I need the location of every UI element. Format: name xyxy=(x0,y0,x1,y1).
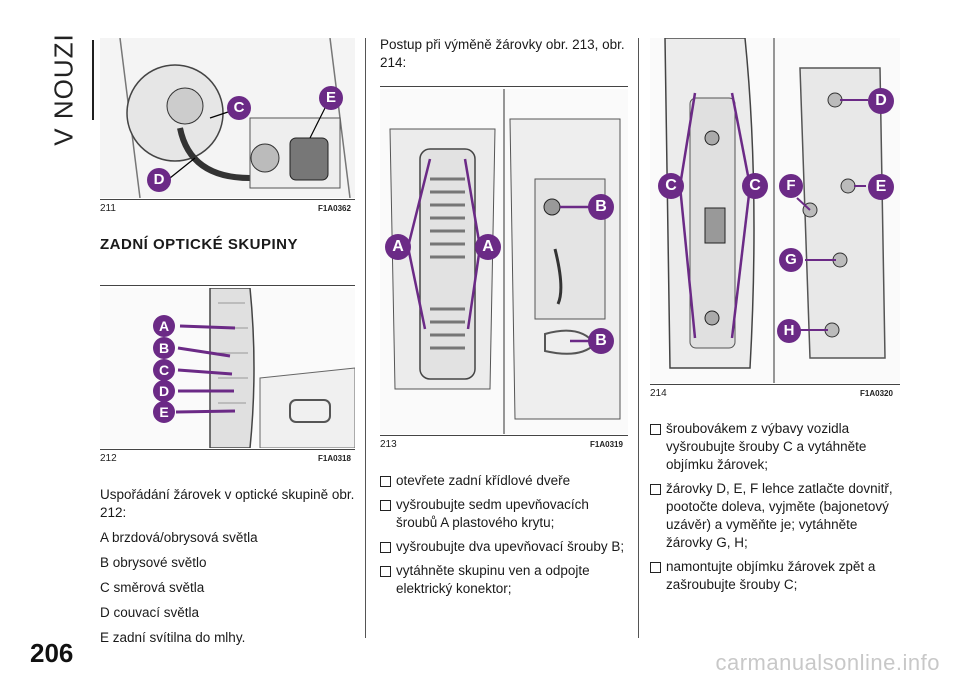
step-item: vyšroubujte sedm upevňovacích šroubů A p… xyxy=(380,496,628,532)
callout-E: E xyxy=(319,86,343,110)
column-3-steps: šroubovákem z výbavy vozidla vyšroubujte… xyxy=(650,420,905,600)
figure-213: A A B B xyxy=(380,89,628,434)
figure-214: D C C F E G H xyxy=(650,38,900,383)
callout-C: C xyxy=(658,173,684,199)
callout-A: A xyxy=(475,234,501,260)
callout-H: H xyxy=(777,319,801,343)
intro-paragraph: Uspořádání žárovek v optické skupině obr… xyxy=(100,487,355,520)
figure-211: C E D xyxy=(100,38,355,198)
section-title-bar xyxy=(92,40,94,120)
callout-D: D xyxy=(868,88,894,114)
bulb-list-item: E zadní svítilna do mlhy. xyxy=(100,630,246,645)
step-item: šroubovákem z výbavy vozidla vyšroubujte… xyxy=(650,420,905,474)
callout-B: B xyxy=(153,337,175,359)
step-item: vyšroubujte dva upevňovací šrouby B; xyxy=(380,538,628,556)
figure-212-code: F1A0318 xyxy=(318,454,351,463)
page-number: 206 xyxy=(30,638,74,668)
step-item: žárovky D, E, F lehce zatlačte dovnitř, … xyxy=(650,480,905,552)
figure-214-code: F1A0320 xyxy=(860,389,893,398)
step-item: namontujte objímku žárovek zpět a zašrou… xyxy=(650,558,905,594)
section-title: V NOUZI xyxy=(48,33,79,146)
checkbox-bullet-icon xyxy=(380,476,391,487)
column-2-steps: otevřete zadní křídlové dveře vyšroubujt… xyxy=(380,472,628,604)
callout-G: G xyxy=(779,248,803,272)
figure-212-illustration xyxy=(100,288,355,448)
figure-213-illustration xyxy=(380,89,628,434)
checkbox-bullet-icon xyxy=(380,500,391,511)
bulb-list-item: C směrová světla xyxy=(100,580,205,595)
callout-C: C xyxy=(742,173,768,199)
callout-B: B xyxy=(588,328,614,354)
bulb-list-item: B obrysové světlo xyxy=(100,555,207,570)
watermark: carmanualsonline.info xyxy=(715,650,940,675)
step-item: otevřete zadní křídlové dveře xyxy=(380,472,628,490)
figure-211-illustration xyxy=(100,38,355,198)
figure-212-rule xyxy=(100,449,355,450)
figure-211-rule xyxy=(100,199,355,200)
section-heading: ZADNÍ OPTICKÉ SKUPINY xyxy=(100,236,299,253)
figure-213-rule xyxy=(380,435,628,436)
checkbox-bullet-icon xyxy=(650,562,661,573)
figure-214-illustration xyxy=(650,38,900,383)
callout-F: F xyxy=(779,174,803,198)
checkbox-bullet-icon xyxy=(380,542,391,553)
figure-212: A B C D E xyxy=(100,288,355,448)
callout-E: E xyxy=(153,401,175,423)
bulb-list-item: D couvací světla xyxy=(100,605,200,620)
column-divider xyxy=(638,38,639,638)
callout-B: B xyxy=(588,194,614,220)
callout-A: A xyxy=(153,315,175,337)
step-item: vytáhněte skupinu ven a odpojte elektric… xyxy=(380,562,628,598)
callout-E: E xyxy=(868,174,894,200)
checkbox-bullet-icon xyxy=(380,566,391,577)
figure-214-rule xyxy=(650,384,900,385)
callout-C: C xyxy=(227,96,251,120)
figure-211-number: 211 xyxy=(100,203,116,214)
figure-213-code: F1A0319 xyxy=(590,440,623,449)
checkbox-bullet-icon xyxy=(650,424,661,435)
bulb-list-item: A brzdová/obrysová světla xyxy=(100,530,258,545)
checkbox-bullet-icon xyxy=(650,484,661,495)
callout-D: D xyxy=(153,380,175,402)
callout-A: A xyxy=(385,234,411,260)
figure-211-code: F1A0362 xyxy=(318,204,351,213)
column-2-intro: Postup při výměně žárovky obr. 213, obr.… xyxy=(380,37,625,70)
figure-212-top-rule xyxy=(100,285,355,286)
column-1-text: Uspořádání žárovek v optické skupině obr… xyxy=(100,486,355,647)
callout-C: C xyxy=(153,359,175,381)
figure-212-number: 212 xyxy=(100,453,117,464)
callout-D: D xyxy=(147,168,171,192)
figure-213-number: 213 xyxy=(380,439,397,450)
column-divider xyxy=(365,38,366,638)
figure-214-number: 214 xyxy=(650,388,667,399)
figure-213-top-rule xyxy=(380,86,628,87)
